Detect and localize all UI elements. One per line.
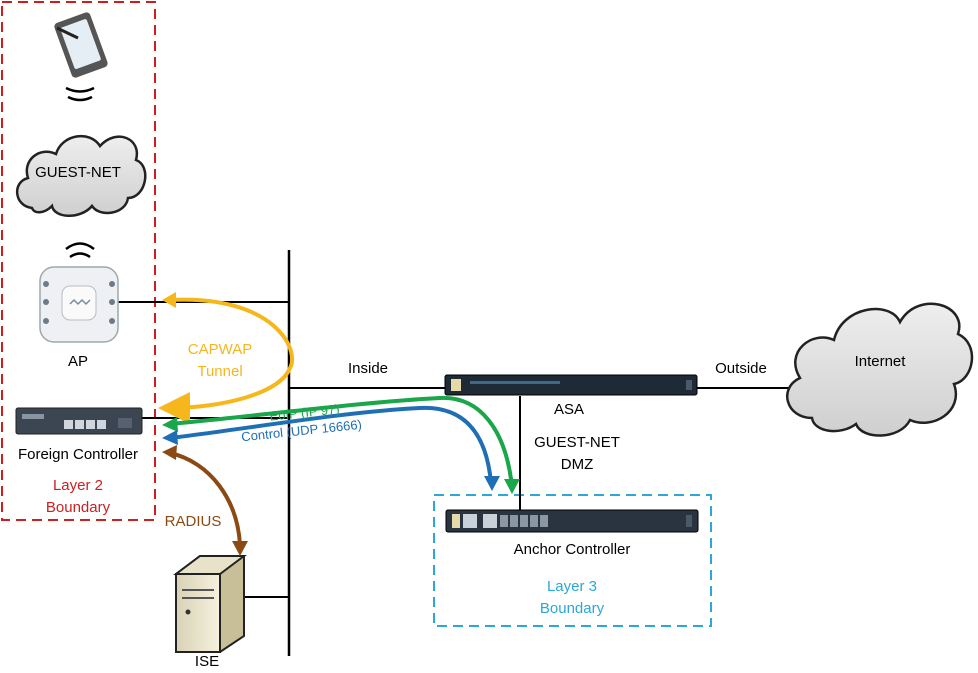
control-arrow-head-start: [484, 476, 500, 491]
wireless-signal-icon: [65, 86, 95, 102]
capwap-tunnel-arrow: [158, 297, 295, 424]
radius-arrow-head-start: [162, 445, 177, 460]
capwap-label-line2: Tunnel: [197, 363, 242, 380]
radius-label: RADIUS: [165, 513, 222, 530]
guest-net-cloud-icon: [16, 134, 147, 217]
capwap-label-line1: CAPWAP: [188, 341, 252, 358]
ap-signal-icon: [65, 242, 95, 259]
dmz-label-line1: GUEST-NET: [534, 434, 620, 451]
inside-label: Inside: [348, 360, 388, 377]
eoip-arrow-head-start: [504, 479, 520, 494]
foreign-controller-label: Foreign Controller: [18, 446, 138, 463]
guest-net-cloud-label: GUEST-NET: [35, 164, 121, 181]
radius-arrow: [169, 451, 242, 547]
radius-arrow-head-end: [232, 541, 248, 556]
outside-label: Outside: [715, 360, 767, 377]
ise-server-icon: [173, 555, 247, 653]
anchor-controller-icon: [445, 509, 699, 533]
eoip-arrow-head-end: [162, 417, 178, 432]
layer2-boundary-label-line1: Layer 2: [53, 477, 103, 494]
capwap-tunnel-arrow-head-top: [162, 292, 176, 308]
foreign-controller-icon: [15, 407, 143, 435]
anchor-controller-label: Anchor Controller: [514, 541, 631, 558]
tablet-icon: [54, 12, 108, 78]
layer3-boundary-label-line1: Layer 3: [547, 578, 597, 595]
asa-label: ASA: [554, 401, 584, 418]
layer2-boundary-box: [1, 1, 156, 521]
access-point-icon: [39, 266, 119, 343]
control-arrow: [169, 405, 493, 484]
internet-label: Internet: [855, 353, 907, 370]
eoip-arrow: [169, 395, 514, 488]
ise-label: ISE: [195, 653, 219, 670]
layer3-boundary-box: [433, 494, 712, 627]
ap-label: AP: [68, 353, 88, 370]
internet-cloud-icon: [785, 302, 974, 437]
layer2-boundary-label-line2: Boundary: [46, 499, 111, 516]
eoip-label: EoIP (IP 97): [269, 401, 341, 423]
layer3-boundary-label-line2: Boundary: [540, 600, 605, 617]
control-arrow-head-end: [162, 430, 178, 445]
asa-firewall-icon: [444, 374, 698, 396]
dmz-label-line2: DMZ: [561, 456, 594, 473]
